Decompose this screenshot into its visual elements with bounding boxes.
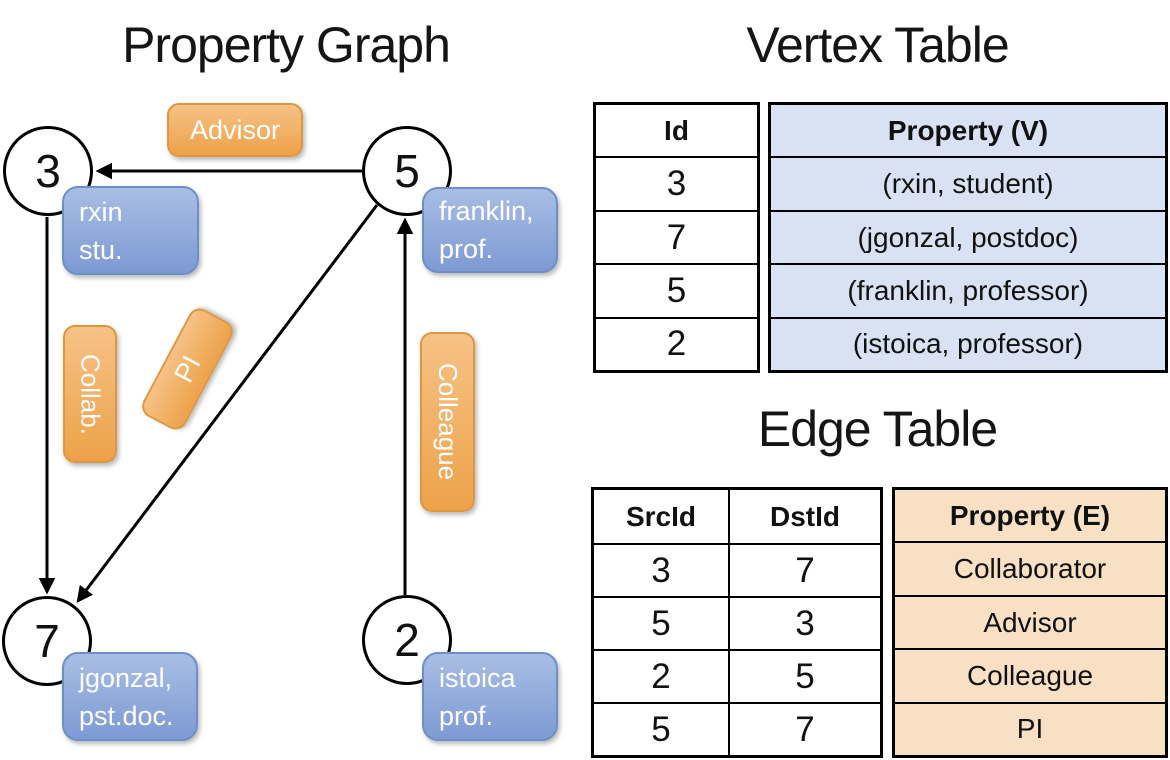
node-property-line: istoica <box>439 662 516 693</box>
node-property-box-5: franklin, prof. <box>422 187 558 273</box>
edge-dstid-cell: 7 <box>728 702 880 755</box>
node-property-line: prof. <box>439 700 494 731</box>
edge-srcid-cell: 5 <box>594 702 728 755</box>
vertex-property-cell: (jgonzal, postdoc) <box>771 209 1165 263</box>
node-id-label: 7 <box>34 615 60 667</box>
node-property-line: pst.doc. <box>79 700 174 731</box>
edge-dstid-cell: 3 <box>728 596 880 649</box>
node-property-box-2: istoica prof. <box>422 652 558 741</box>
collab-edge-label: Collab. <box>63 325 117 463</box>
edge-table-title: Edge Table <box>757 401 998 457</box>
vertex-property-cell: (franklin, professor) <box>771 263 1165 316</box>
vertex-property-cell: (istoica, professor) <box>771 316 1165 370</box>
vertex-property-cell: (rxin, student) <box>771 156 1165 209</box>
graph-edges-layer <box>38 162 414 603</box>
node-property-box-3: rxin stu. <box>62 186 199 275</box>
edge-srcid-cell: 3 <box>594 543 728 596</box>
edge-dstid-cell: 7 <box>728 543 880 596</box>
vertex-id-cell: 7 <box>596 209 757 263</box>
edge-property-cell: Colleague <box>895 648 1165 701</box>
vertex-id-cell: 3 <box>596 156 757 209</box>
node-property-line: prof. <box>439 234 494 264</box>
vertex-id-header: Id <box>664 114 689 146</box>
edge-property-header: Property (E) <box>949 499 1111 531</box>
graph-node-2: 2 <box>362 595 452 685</box>
edge-srcid-cell: 2 <box>594 649 728 702</box>
node-property-line: franklin, <box>439 196 534 226</box>
node-id-label: 5 <box>394 145 420 197</box>
edge-dstid-header: DstId <box>728 490 880 543</box>
edge-srcid-cell: 5 <box>594 596 728 649</box>
node-id-label: 2 <box>394 614 420 666</box>
property-graph-title: Property Graph <box>122 17 451 73</box>
vertex-id-cell: 5 <box>596 263 757 316</box>
node-property-line: rxin <box>79 196 123 227</box>
vertex-table-title: Vertex Table <box>746 17 1009 73</box>
edge-property-cell: PI <box>895 701 1165 755</box>
node-id-label: 3 <box>35 145 61 197</box>
edge-property-cell: Collaborator <box>895 541 1165 594</box>
advisor-edge-label: Advisor <box>167 103 303 157</box>
vertex-table-property-column: Property (V) (rxin, student)(jgonzal, po… <box>768 102 1168 373</box>
edge-dstid-cell: 5 <box>728 649 880 702</box>
node-property-box-7: jgonzal, pst.doc. <box>62 652 198 741</box>
vertex-property-header: Property (V) <box>887 114 1049 146</box>
node-property-line: stu. <box>79 234 123 265</box>
edge-srcid-header: SrcId <box>625 500 697 532</box>
edge-property-cell: Advisor <box>895 594 1165 648</box>
vertex-id-cell: 2 <box>596 316 757 370</box>
graph-edge-5-to-7 <box>76 204 379 603</box>
node-property-line: jgonzal, <box>79 662 173 693</box>
colleague-edge-label: Colleague <box>420 332 475 512</box>
